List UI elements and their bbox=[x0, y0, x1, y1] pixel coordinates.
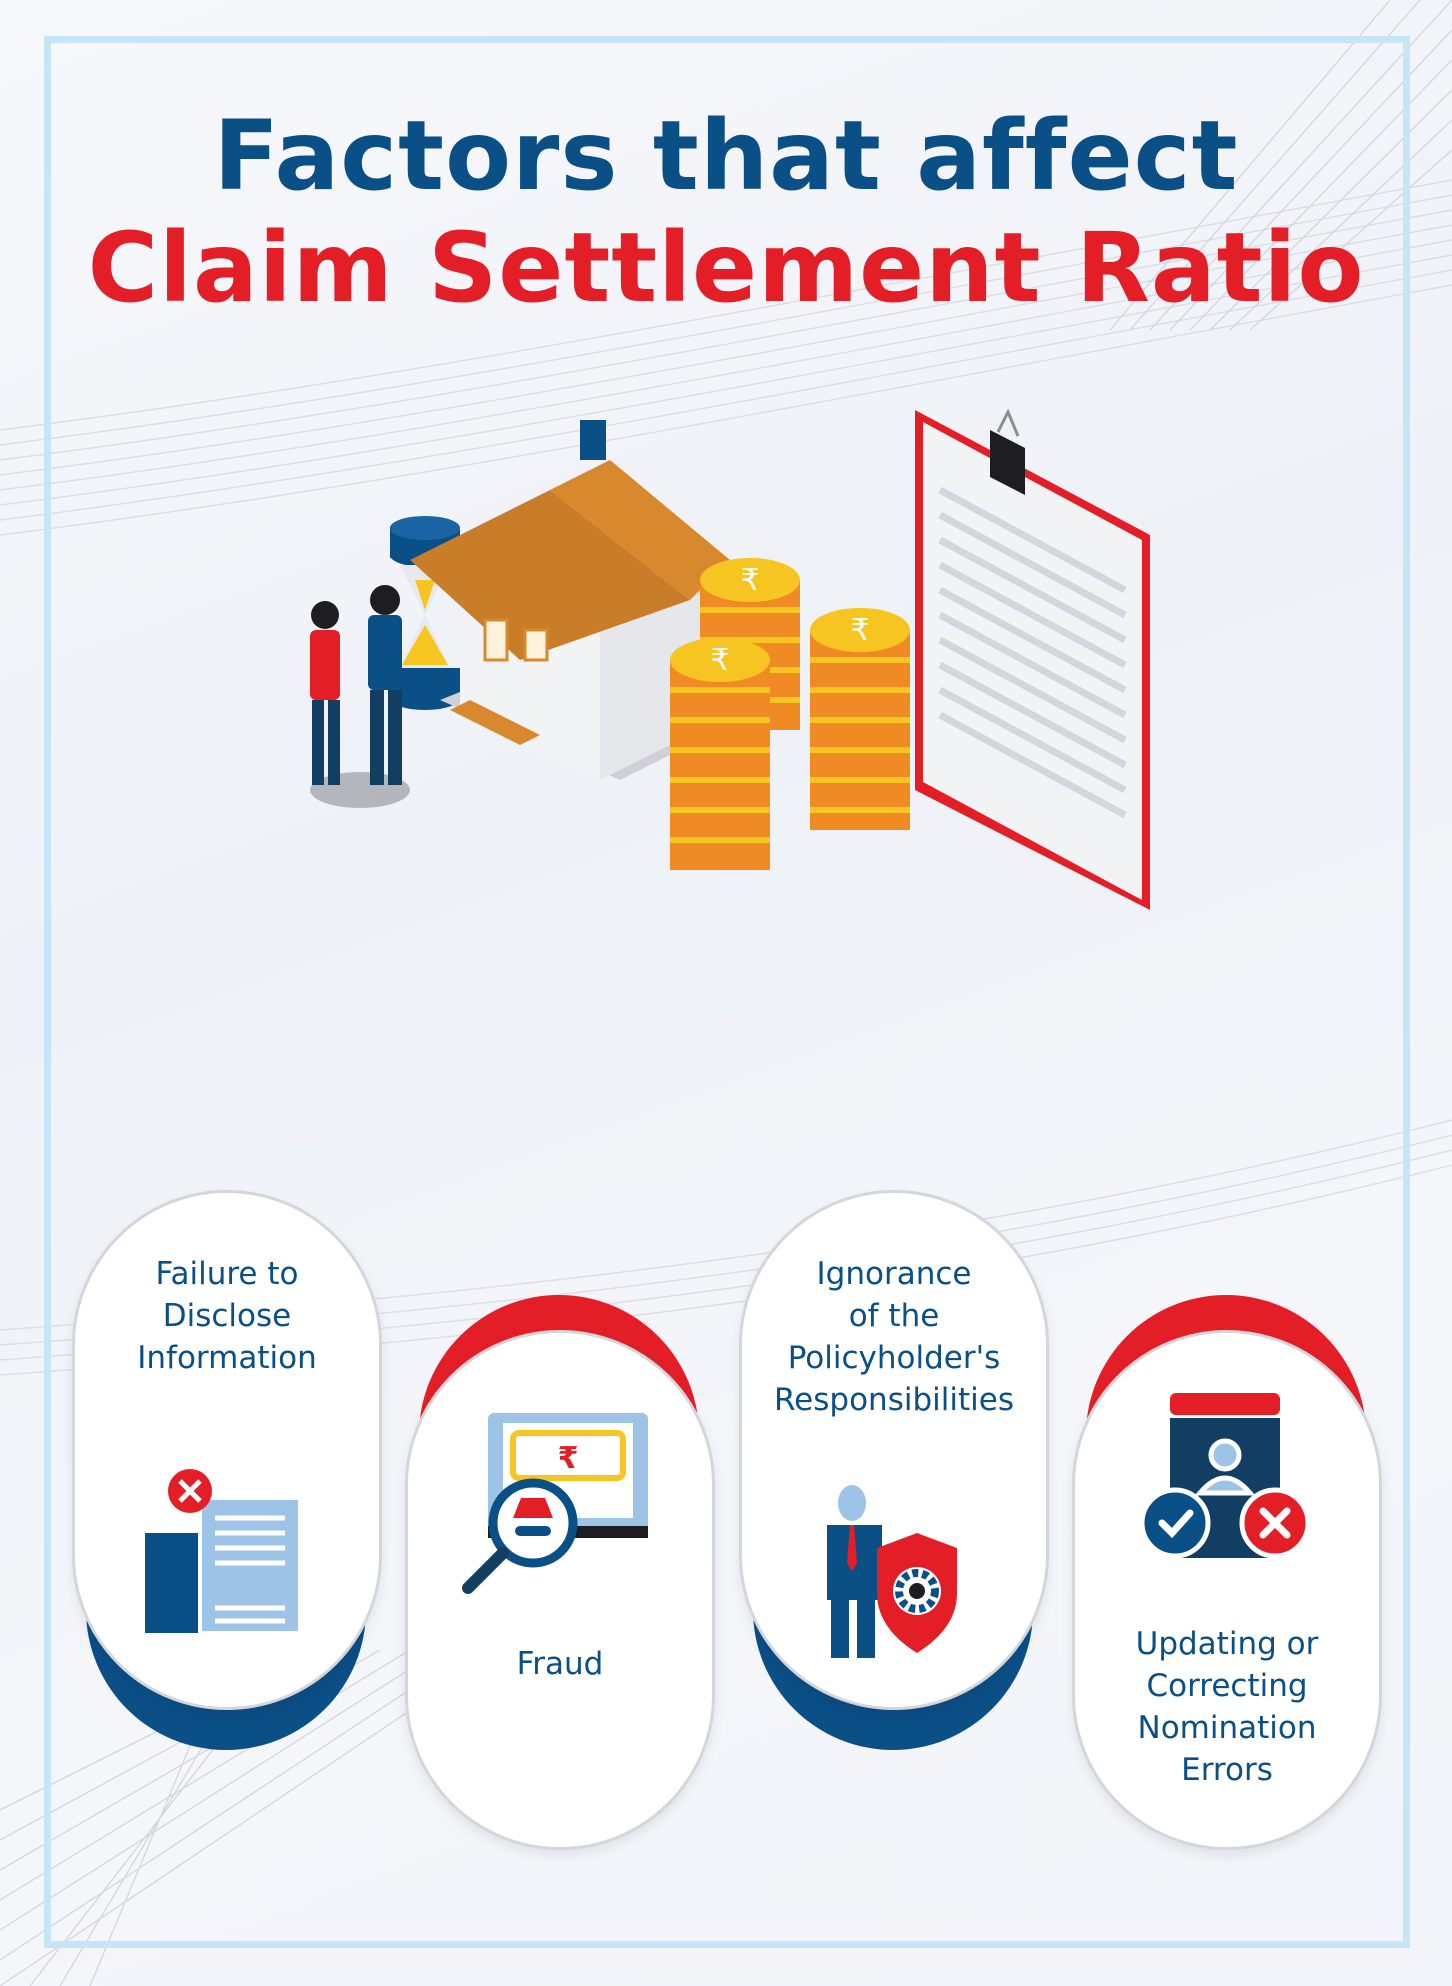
factor-label: Ignorance of the Policyholder's Responsi… bbox=[774, 1256, 1014, 1418]
factor-card-fraud: ₹ Fraud bbox=[405, 1330, 715, 1850]
factor-card-nomination-errors: Updating or Correcting Nomination Errors bbox=[1072, 1330, 1382, 1850]
title-line-1: Factors that affect bbox=[213, 100, 1239, 212]
title-line-2: Claim Settlement Ratio bbox=[87, 212, 1365, 324]
policyholder-shield-icon bbox=[827, 1485, 957, 1658]
couple-icon bbox=[310, 585, 410, 808]
svg-text:₹: ₹ bbox=[740, 563, 759, 598]
nominee-approval-icon bbox=[1140, 1393, 1311, 1559]
svg-text:₹: ₹ bbox=[558, 1441, 579, 1476]
factor-card-failure-to-disclose: Failure to Disclose Information bbox=[72, 1190, 382, 1710]
svg-text:₹: ₹ bbox=[710, 643, 729, 678]
clipboard-icon bbox=[915, 408, 1150, 910]
hero-illustration: ₹ ₹ ₹ bbox=[310, 408, 1150, 910]
rupee-coin-stacks-icon: ₹ ₹ ₹ bbox=[670, 558, 910, 870]
factor-label: Fraud bbox=[516, 1646, 604, 1682]
fraud-detection-icon: ₹ bbox=[462, 1413, 648, 1594]
infographic-frame bbox=[44, 36, 1410, 1948]
factor-card-ignorance: Ignorance of the Policyholder's Responsi… bbox=[739, 1190, 1049, 1710]
factor-label: Failure to Disclose Information bbox=[137, 1256, 317, 1376]
document-rejected-icon bbox=[145, 1469, 302, 1635]
factor-label: Updating or Correcting Nomination Errors bbox=[1135, 1626, 1319, 1788]
svg-text:₹: ₹ bbox=[850, 613, 869, 648]
